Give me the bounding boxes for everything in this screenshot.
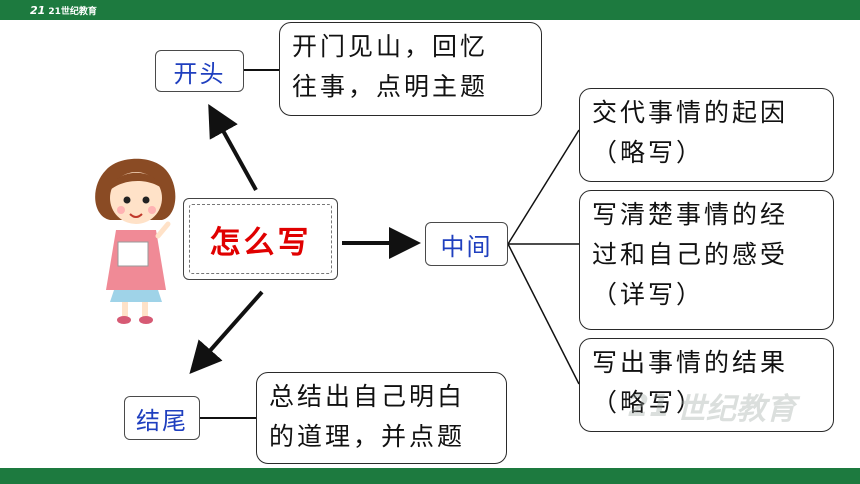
logo-text: 21世纪教育 xyxy=(48,6,97,17)
arrow-to-beginning xyxy=(208,104,258,191)
beginning-text-line2: 往事，点明主题 xyxy=(292,72,489,101)
middle-cause-line1: 交代事情的起因 xyxy=(592,98,789,127)
beginning-label-box: 开头 xyxy=(155,50,244,92)
ending-text-line2: 的道理，并点题 xyxy=(269,422,466,451)
center-box: 怎么写 xyxy=(183,198,338,280)
middle-result-line1: 写出事情的结果 xyxy=(592,348,789,377)
logo: 21 21世纪教育 xyxy=(30,3,97,17)
middle-process-line1: 写清楚事情的经 xyxy=(592,200,789,229)
beginning-text-box: 开门见山，回忆 往事，点明主题 xyxy=(279,22,542,116)
beginning-text-line1: 开门见山，回忆 xyxy=(292,32,489,61)
top-bar: 21 21世纪教育 xyxy=(0,0,860,20)
girl-illustration xyxy=(95,158,176,324)
watermark-mark: 21 xyxy=(628,388,670,424)
middle-process-line2: 过和自己的感受 xyxy=(592,240,789,269)
ending-label-box: 结尾 xyxy=(124,396,200,440)
bottom-bar xyxy=(0,468,860,484)
ending-label: 结尾 xyxy=(136,406,188,435)
middle-label: 中间 xyxy=(440,232,493,261)
ending-text-line1: 总结出自己明白 xyxy=(269,382,466,411)
middle-cause-box: 交代事情的起因 （略写） xyxy=(579,88,834,182)
watermark: 21 世纪教育 xyxy=(582,376,842,436)
logo-mark: 21 xyxy=(30,3,46,17)
center-label: 怎么写 xyxy=(189,204,332,274)
ending-text-box: 总结出自己明白 的道理，并点题 xyxy=(256,372,507,464)
beginning-label: 开头 xyxy=(173,59,226,88)
connector-middle-cause xyxy=(507,129,580,245)
arrow-to-ending xyxy=(189,290,264,374)
middle-result-line2: （略写） xyxy=(592,388,705,417)
watermark-text: 世纪教育 xyxy=(675,392,796,427)
middle-label-box: 中间 xyxy=(425,222,508,266)
middle-process-line3: （详写） xyxy=(592,280,705,309)
middle-result-box: 写出事情的结果 （略写） xyxy=(579,338,834,432)
middle-process-box: 写清楚事情的经 过和自己的感受 （详写） xyxy=(579,190,834,330)
connector-middle-result xyxy=(507,243,580,385)
middle-cause-line2: （略写） xyxy=(592,138,705,167)
